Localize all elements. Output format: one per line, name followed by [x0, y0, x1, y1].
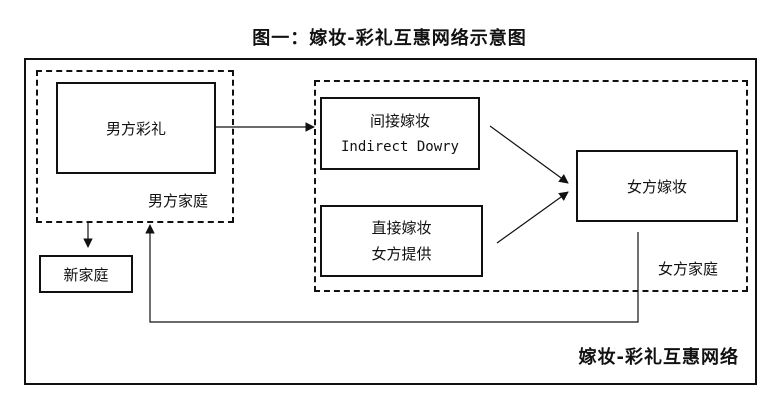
new-family-box: 新家庭 — [39, 255, 133, 293]
direct-dowry-box: 直接嫁妆 女方提供 — [320, 205, 483, 277]
diagram-title: 图一：嫁妆-彩礼互惠网络示意图 — [252, 28, 527, 49]
direct-dowry-line2: 女方提供 — [371, 245, 432, 263]
arrow-indirect-to-female-dowry — [489, 125, 569, 184]
indirect-dowry-box: 间接嫁妆 Indirect Dowry — [320, 97, 480, 170]
arrow-direct-to-female-dowry — [496, 191, 569, 244]
female-family-label: 女方家庭 — [658, 260, 719, 278]
network-frame — [24, 58, 757, 385]
network-label: 嫁妆-彩礼互惠网络 — [578, 347, 739, 368]
indirect-dowry-en: Indirect Dowry — [340, 138, 459, 155]
male-family-label: 男方家庭 — [148, 192, 209, 210]
female-family-group — [314, 80, 748, 292]
return-line-female-to-male — [145, 224, 639, 323]
bride-price-box: 男方彩礼 — [56, 82, 216, 174]
male-family-group — [36, 70, 234, 223]
indirect-dowry-cn: 间接嫁妆 — [369, 111, 430, 130]
direct-dowry-line1: 直接嫁妆 — [371, 219, 432, 237]
female-dowry-box: 女方嫁妆 — [576, 150, 738, 222]
